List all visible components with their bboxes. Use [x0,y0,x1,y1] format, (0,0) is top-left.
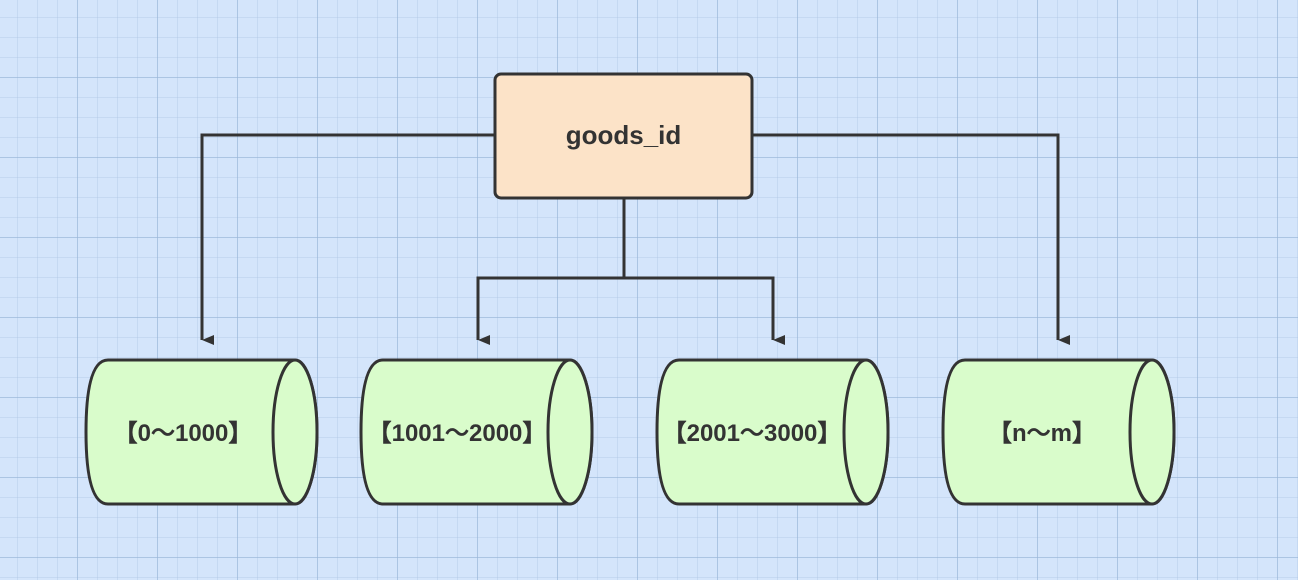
connectors [200,133,1070,345]
shard-2-end [546,358,594,506]
shard-1-end [271,358,319,506]
shard-4-end [1128,358,1176,506]
shard-2-label: 【1001～2000】 [368,420,547,447]
root-node[interactable]: goods_id [493,72,754,200]
root-node-label: goods_id [566,120,682,150]
connector-to-shard-4 [752,133,1070,345]
shard-1[interactable]: 【0～1000】 [84,358,319,506]
connector-to-shard-1 [200,133,495,345]
connector-to-shard-3 [624,276,785,345]
root-node-box [493,72,754,200]
shard-3-label: 【2001～3000】 [663,420,842,447]
shard-3[interactable]: 【2001～3000】 [655,358,890,506]
shard-3-end [842,358,890,506]
shard-1-label: 【0～1000】 [114,420,253,447]
shard-4[interactable]: 【n～m】 [941,358,1176,506]
connector-to-shard-2 [476,276,624,345]
shard-2[interactable]: 【1001～2000】 [359,358,594,506]
shard-4-label: 【n～m】 [988,420,1096,447]
